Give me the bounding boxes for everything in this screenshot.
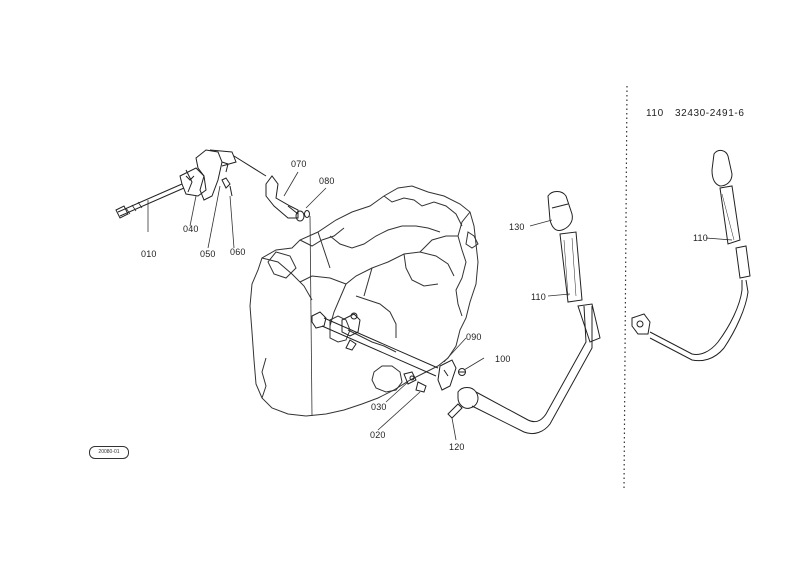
variant-part-number: 32430-2491-6 (675, 108, 745, 119)
label-010: 010 (141, 249, 157, 259)
bracket-090 (438, 360, 466, 390)
variant-label-110: 110 (693, 233, 708, 243)
shift-lever-110 (458, 192, 600, 434)
label-070: 070 (291, 159, 307, 169)
drawing-stamp: 20080-01 (89, 446, 129, 459)
label-100: 100 (495, 354, 511, 364)
pin-120 (448, 404, 462, 418)
label-120: 120 (449, 442, 465, 452)
label-110: 110 (531, 292, 546, 302)
transmission-housing (250, 186, 478, 416)
shift-rod-assembly (116, 150, 266, 218)
leader-lines (148, 172, 570, 440)
label-090: 090 (466, 332, 482, 342)
shaft-030 (312, 312, 438, 392)
lever-070 (266, 176, 310, 221)
label-030: 030 (371, 402, 387, 412)
label-050: 050 (200, 249, 216, 259)
label-130: 130 (509, 222, 525, 232)
variant-separator (624, 86, 627, 490)
label-060: 060 (230, 247, 246, 257)
label-080: 080 (319, 176, 335, 186)
variant-item-number: 110 (646, 108, 664, 119)
label-040: 040 (183, 224, 199, 234)
variant-lever (632, 150, 750, 360)
label-020: 020 (370, 430, 386, 440)
